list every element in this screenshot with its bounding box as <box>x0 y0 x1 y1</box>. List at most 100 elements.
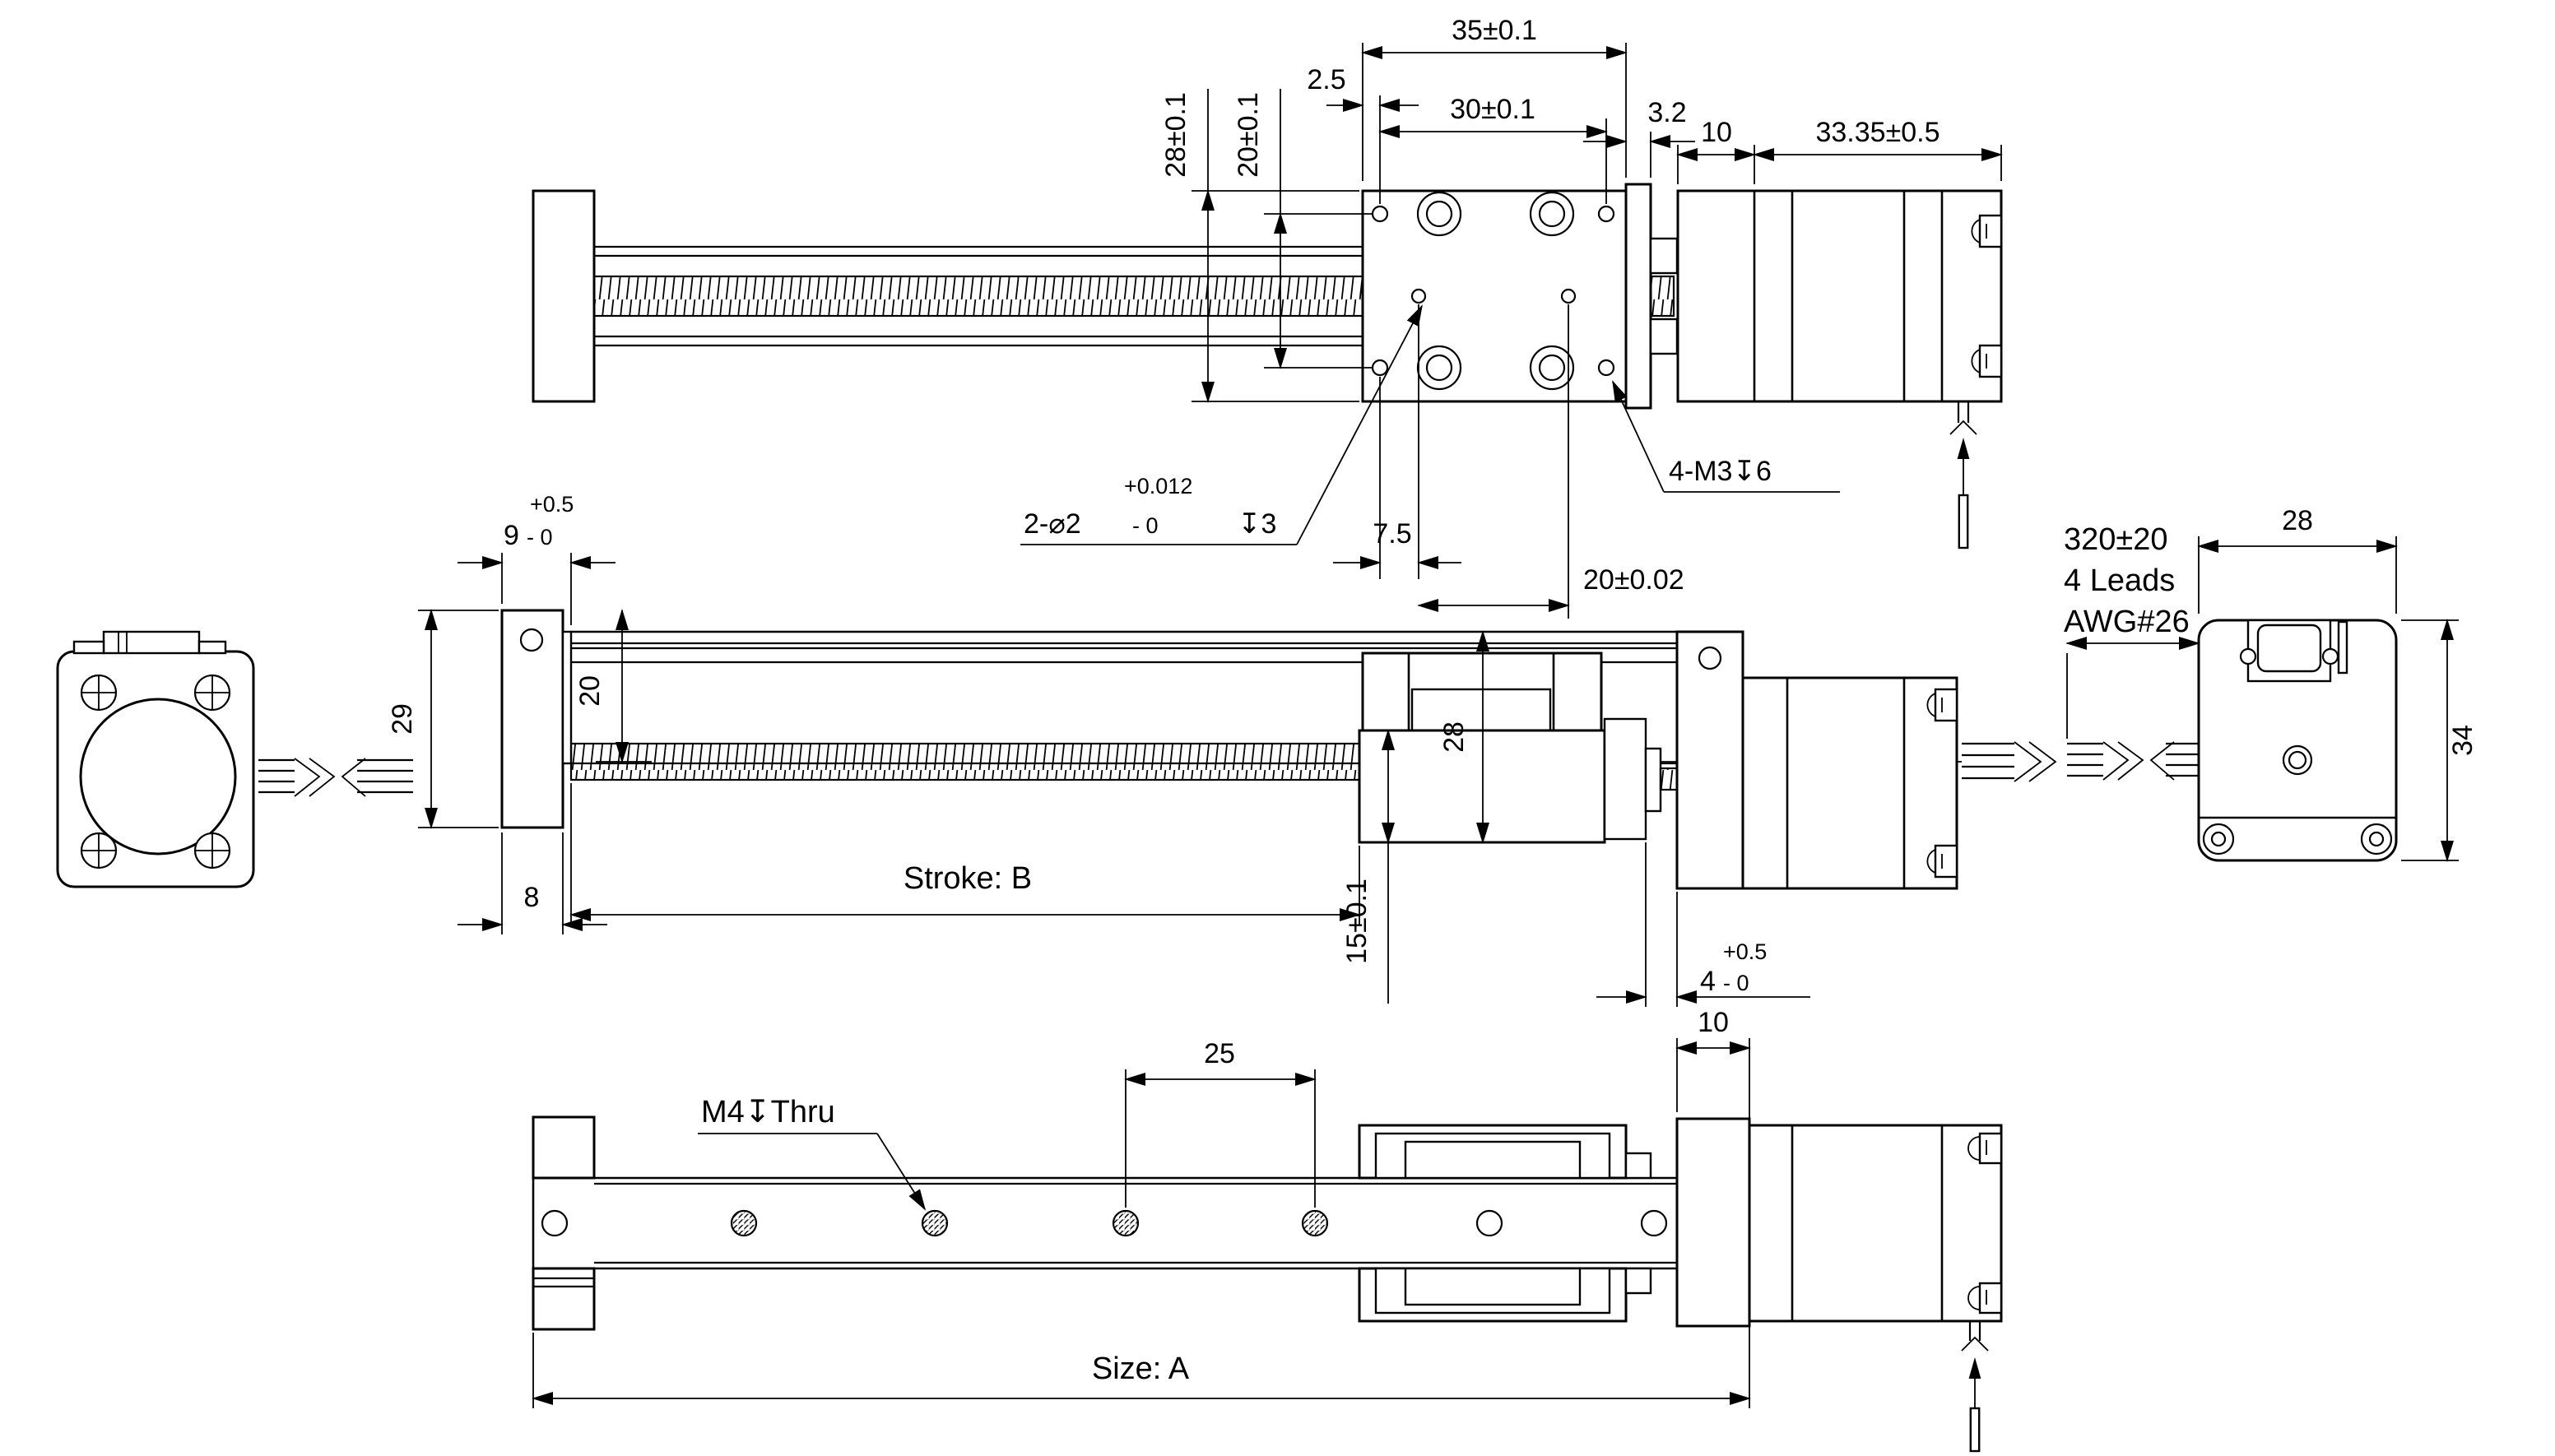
break-chevron-icon <box>309 758 336 797</box>
carriage-tab <box>1624 1267 1652 1295</box>
mount-plate <box>1675 1117 1751 1328</box>
counterbore-hole-inner <box>1425 200 1453 228</box>
mount-plate <box>1624 183 1652 410</box>
guide-rails <box>594 245 1363 347</box>
dim-text: 28±0.1 <box>1160 92 1192 178</box>
lead-wire-break <box>1961 1321 1989 1453</box>
leader-line <box>1612 380 1665 493</box>
dim-text: 10 <box>1701 117 1732 148</box>
coupling-step <box>1644 747 1662 813</box>
break-chevron-icon <box>294 758 321 797</box>
wire-stick <box>1969 1407 1981 1453</box>
dimension-25: 25 <box>1124 1038 1317 1208</box>
dim-text: 20±0.1 <box>1233 92 1264 178</box>
dimension-34: 34 <box>2401 619 2478 862</box>
counterbore-hole-inner <box>1425 354 1453 382</box>
dimension-30: 30±0.1 <box>1378 94 1608 204</box>
dowel-hole <box>1560 288 1577 304</box>
lead-note-line: AWG#26 <box>2064 605 2190 639</box>
screw-head <box>1934 844 1958 879</box>
top-view: 35±0.1 2.5 30±0.1 3.2 10 33.3 <box>532 15 2003 619</box>
break-chevron-icon <box>341 758 366 797</box>
callout-m3-holes: 4-M3↧6 <box>1612 380 1840 493</box>
dimension-10: 10 <box>1675 1007 1751 1119</box>
lead-screw <box>592 275 1364 318</box>
dim-text: 34 <box>2447 725 2478 756</box>
phillips-screw-icon <box>80 674 118 712</box>
endcap-screw <box>1926 688 1958 722</box>
dimension-stroke: Stroke: B <box>569 783 1361 925</box>
leader-line <box>1296 304 1423 545</box>
screw-head <box>1978 344 2003 378</box>
dimension-8: 8 <box>458 832 607 934</box>
m4-tapped-hole <box>921 1209 949 1237</box>
dim-text: 7.5 <box>1373 518 1411 549</box>
callout-text: M4↧Thru <box>701 1095 835 1129</box>
phillips-screw-icon <box>193 674 231 712</box>
carriage-tab <box>1624 1152 1652 1180</box>
m4-tapped-hole <box>1301 1209 1329 1237</box>
motor-body <box>1748 1124 2003 1323</box>
bottom-view: M4↧Thru 25 10 Size: A <box>532 1007 2003 1453</box>
carriage-holes <box>1371 191 1615 391</box>
carriage-body <box>1358 729 1606 844</box>
endcap-screw <box>1926 844 1958 879</box>
screw-arc <box>1971 349 1981 373</box>
endcap-screw <box>1967 1282 2003 1315</box>
dimension-28v: 28±0.1 <box>1160 89 1359 403</box>
center-hole-inner <box>2288 750 2307 770</box>
dim-text: 10 <box>1698 1007 1729 1038</box>
carriage-window <box>1410 688 1552 732</box>
dimension-33-35: 33.35±0.5 <box>1753 117 2003 181</box>
carriage-upper-slot <box>1404 1140 1582 1180</box>
dim-text: 2.5 <box>1307 64 1345 95</box>
right-side-view: 320±20 4 Leads AWG#26 28 34 <box>2064 505 2478 862</box>
endcap-screw <box>1971 344 2003 378</box>
shaft-thread-stub <box>1659 767 1679 791</box>
dimension-3-2: 3.2 <box>1583 97 1695 178</box>
leader-line <box>876 1133 927 1211</box>
carriage-lower-slot <box>1404 1267 1582 1306</box>
dimension-28: 28 <box>1438 630 1489 844</box>
counterbore-hole-inner <box>1538 200 1566 228</box>
end-hole <box>1640 1209 1668 1237</box>
dimension-28: 28 <box>2197 505 2398 614</box>
end-hole <box>541 1209 569 1237</box>
break-chevron-icon <box>2028 741 2057 782</box>
dimension-4: +0.5 4 - 0 <box>1596 842 1810 1007</box>
coupling-step <box>1649 318 1679 355</box>
m3-hole <box>1371 205 1389 223</box>
front-view: +0.5 9 - 0 29 20 8 Stroke: B <box>387 492 2057 1007</box>
dim-text: 9 <box>504 520 519 551</box>
dimension-7-5: 7.5 <box>1333 304 1461 579</box>
connector-inner <box>2256 624 2322 673</box>
recess-notch <box>2321 647 2339 665</box>
recess-notch <box>2239 647 2257 665</box>
dim-text: 15±0.1 <box>1341 879 1373 964</box>
end-hole <box>1475 1209 1503 1237</box>
endcap-screw <box>1971 214 2003 248</box>
screw-arc <box>1926 693 1936 717</box>
dimension-9: +0.5 9 - 0 <box>458 492 616 625</box>
m4-tapped-hole <box>730 1209 758 1237</box>
screw-head <box>1978 1132 2003 1165</box>
counterbore-hole-inner <box>1538 354 1566 382</box>
dimension-20v: 20±0.1 <box>1233 89 1373 369</box>
dim-tol-lower: - 0 <box>527 525 553 549</box>
base-rail <box>532 1176 1677 1270</box>
hump-shoulder <box>72 640 105 655</box>
dim-text: 30±0.1 <box>1450 94 1535 125</box>
callout-m4: M4↧Thru <box>698 1095 927 1211</box>
plate-hole <box>1698 646 1722 670</box>
break-chevron-icon <box>2102 741 2130 781</box>
flange-lip <box>561 630 573 765</box>
dimension-15: 15±0.1 <box>1341 729 1395 1004</box>
connector-slot <box>2337 620 2348 675</box>
screw-arc <box>1971 219 1981 243</box>
coupling-block <box>1603 717 1647 841</box>
lead-note-line: 320±20 <box>2064 522 2168 557</box>
lead-screw <box>569 742 1361 781</box>
m3-hole <box>1597 359 1615 377</box>
endcap-screw <box>1967 1132 2003 1165</box>
